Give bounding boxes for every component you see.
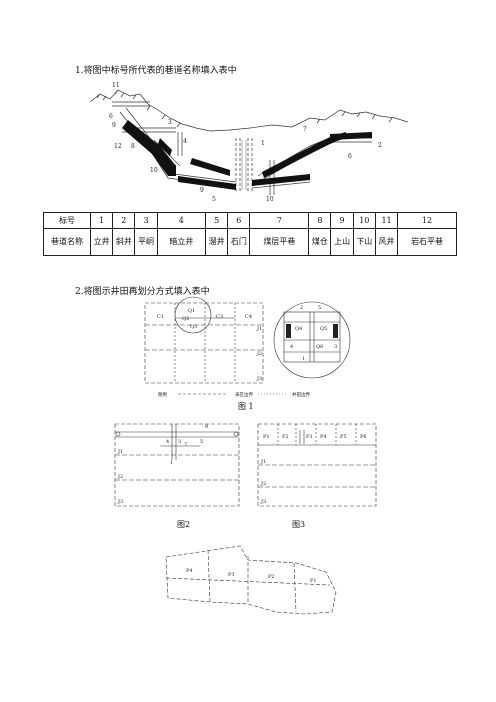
caption-fig1: 图 1 (238, 402, 254, 411)
label-10b: 10 (266, 196, 274, 203)
label-4: 4 (183, 138, 187, 145)
fig3-level: J2 (260, 481, 266, 487)
level-J2: J2 (256, 351, 262, 357)
table-cell: 斜井 (112, 228, 136, 256)
table-row-numbers: 标号 1 2 3 4 5 6 7 8 9 10 11 12 (43, 212, 457, 229)
fig2-level: J1 (117, 449, 123, 455)
fig3-label: P6 (360, 434, 367, 440)
legend-mining-area: 采区边界 (235, 391, 253, 398)
answer-table: 标号 1 2 3 4 5 6 7 8 9 10 11 12 巷道名称 立井 斜井… (43, 212, 457, 256)
fig2-label: 3 (178, 439, 181, 445)
label-1: 1 (261, 140, 265, 147)
table-cell: 岩石平巷 (397, 228, 457, 256)
fig2-level: J2 (117, 474, 123, 480)
label-5: 5 (212, 196, 216, 203)
fig3-label: P4 (320, 434, 327, 440)
question-1: 1.将图中标号所代表的巷道名称填入表中 (75, 66, 237, 76)
fig3-level: J3 (260, 499, 266, 505)
zoom-label: Q4 (295, 326, 302, 332)
fig2-label: 4 (166, 439, 169, 445)
fig4-label: P1 (310, 578, 317, 584)
block-C4: C4 (245, 314, 252, 320)
table-cell: 上山 (330, 228, 354, 256)
label-2: 2 (378, 142, 382, 149)
block-C3: C3 (216, 314, 223, 320)
table-cell: 下山 (352, 228, 376, 256)
table-cell: 煤仓 (308, 228, 332, 256)
legend-label: 图例 (158, 391, 167, 398)
fig2-level: J3 (117, 499, 123, 505)
caption-fig2: 图2 (177, 520, 191, 529)
label-11: 11 (112, 82, 120, 89)
zoom-label: Q5 (320, 326, 327, 332)
zoom-label: 1 (302, 356, 305, 362)
label-7: 7 (303, 126, 307, 133)
fig2-label: 9 (205, 424, 208, 430)
label-8: 8 (131, 143, 135, 150)
zoom-label: Q6 (316, 344, 323, 350)
level-J3: J3 (256, 376, 262, 382)
label-9b: 9 (200, 187, 204, 194)
fig2-label: 1 (170, 460, 173, 466)
label-12: 12 (114, 143, 122, 150)
label-3: 3 (168, 119, 172, 126)
fig3-label: P1 (263, 434, 270, 440)
table-cell: 溜井 (205, 228, 229, 256)
question-2: 2.将图示井田再划分方式填入表中 (75, 287, 210, 297)
fig3-label: P3 (306, 434, 313, 440)
fig2-label: 7 (184, 442, 187, 448)
block-Q1: Q1 (188, 308, 195, 314)
fig3-label: P5 (340, 434, 347, 440)
table-cell: 煤层平巷 (249, 228, 310, 256)
block-C1: C1 (157, 314, 164, 320)
fig4-label: P2 (268, 574, 275, 580)
level-J1: J1 (256, 326, 262, 332)
fig3-label: P2 (282, 434, 289, 440)
row-header: 巷道名称 (43, 228, 91, 256)
legend-field-boundary: 井田边界 (292, 391, 310, 398)
zoom-label: 5 (318, 305, 321, 311)
label-9: 9 (112, 122, 116, 129)
block-Q2: Q2 (182, 316, 189, 322)
table-cell: 风井 (374, 228, 399, 256)
fig4-label: P4 (186, 568, 193, 574)
fig2-label: 5 (200, 439, 203, 445)
label-6-right: 6 (348, 153, 352, 160)
fig4-label: P3 (228, 572, 235, 578)
zoom-label: 2 (300, 305, 303, 311)
label-10: 10 (150, 167, 158, 174)
block-Q3: Q3 (190, 324, 197, 330)
zoom-label: 4 (290, 344, 293, 350)
caption-fig3: 图3 (292, 520, 306, 529)
zoom-label: 3 (334, 344, 337, 350)
table-cell: 石门 (227, 228, 251, 256)
table-cell: 平峒 (134, 228, 158, 256)
table-row-names: 巷道名称 立井 斜井 平峒 暗立井 溜井 石门 煤层平巷 煤仓 上山 下山 风井… (43, 228, 457, 256)
fig3-level: J1 (260, 459, 266, 465)
label-6-left: 6 (109, 113, 113, 120)
